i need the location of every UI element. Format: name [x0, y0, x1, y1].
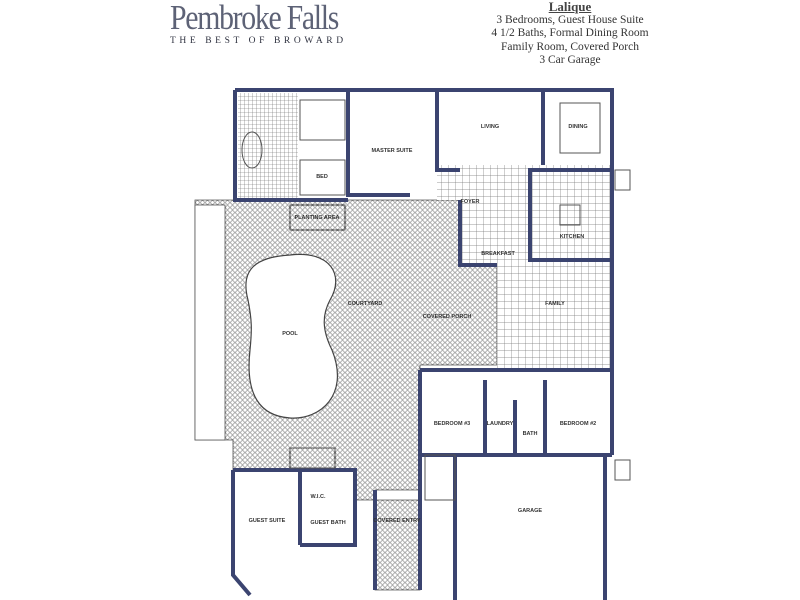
label-bedroom-2: BEDROOM #2: [560, 421, 596, 427]
feature-line: 3 Car Garage: [539, 54, 601, 66]
label-foyer: FOYER: [461, 199, 480, 205]
label-covered-porch: COVERED PORCH: [423, 314, 472, 320]
label-garage: GARAGE: [518, 508, 542, 514]
label-dining: DINING: [568, 124, 587, 130]
logo-name: Pembroke Falls: [170, 0, 339, 37]
feature-line: 4 1/2 Baths, Formal Dining Room: [491, 27, 649, 39]
label-kitchen: KITCHEN: [560, 234, 584, 240]
master-bath-floor: [238, 93, 298, 198]
label-family: FAMILY: [545, 301, 565, 307]
model-name: Lalique: [548, 0, 592, 14]
label-bed: BED: [316, 174, 328, 180]
planting-strip: [194, 204, 226, 441]
label-wic: W.I.C.: [311, 494, 326, 500]
model-info: Lalique 3 Bedrooms, Guest House Suite 4 …: [460, 0, 680, 68]
label-planting-area: PLANTING AREA: [294, 215, 339, 221]
label-courtyard: COURTYARD: [348, 301, 383, 307]
label-bath: BATH: [523, 431, 538, 437]
label-breakfast: BREAKFAST: [481, 251, 515, 257]
label-living: LIVING: [481, 124, 499, 130]
logo-tagline: THE BEST OF BROWARD: [170, 36, 347, 46]
pembroke-falls-logo: Pembroke Falls THE BEST OF BROWARD: [170, 0, 368, 46]
pool: [245, 253, 338, 419]
label-guest-bath: GUEST BATH: [310, 520, 345, 526]
label-pool: POOL: [282, 331, 298, 337]
courtyard-paving: [194, 199, 498, 591]
label-master-suite: MASTER SUITE: [372, 148, 413, 154]
label-laundry: LAUNDRY: [487, 421, 514, 427]
feature-line: 3 Bedrooms, Guest House Suite: [496, 13, 644, 26]
label-guest-suite: GUEST SUITE: [249, 518, 286, 524]
feature-line: Family Room, Covered Porch: [501, 40, 639, 53]
label-bedroom-3: BEDROOM #3: [434, 421, 470, 427]
label-covered-entry: COVERED ENTRY: [373, 518, 420, 524]
tile-floor: [437, 165, 612, 370]
